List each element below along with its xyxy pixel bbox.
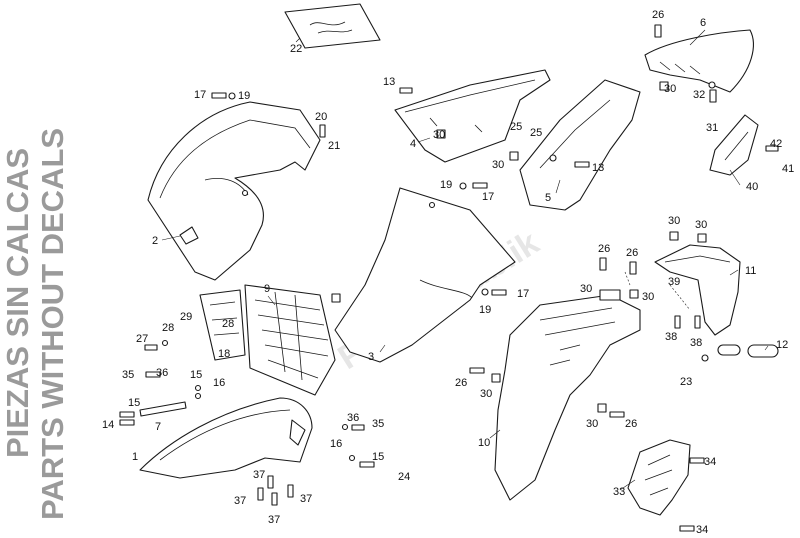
label-part-34: 34	[696, 524, 708, 536]
side-title-line1: PIEZAS SIN CALCAS	[0, 148, 35, 458]
label-part-41: 41	[782, 163, 794, 175]
label-part-7: 7	[155, 421, 161, 433]
label-part-26: 26	[626, 247, 638, 259]
label-part-17: 17	[194, 89, 206, 101]
label-part-26: 26	[598, 243, 610, 255]
label-part-30: 30	[586, 418, 598, 430]
label-part-35: 35	[372, 418, 384, 430]
label-part-23: 23	[680, 376, 692, 388]
label-part-14: 14	[102, 419, 114, 431]
label-part-1: 1	[132, 451, 138, 463]
label-part-30: 30	[580, 283, 592, 295]
label-part-16: 16	[213, 377, 225, 389]
label-part-17: 17	[482, 191, 494, 203]
label-part-29: 29	[180, 311, 192, 323]
label-part-36: 36	[347, 412, 359, 424]
label-part-37: 37	[268, 514, 280, 526]
label-part-20: 20	[315, 111, 327, 123]
part-number-labels: 22 6 26 13 17 19 30 32 20 21 30 25 25 31…	[102, 9, 794, 536]
label-part-18: 18	[218, 348, 230, 360]
label-part-27: 27	[136, 333, 148, 345]
side-title-line2: PARTS WITHOUT DECALS	[35, 128, 70, 520]
label-part-40: 40	[746, 181, 758, 193]
part-22-decal-sheet	[284, 3, 381, 49]
label-part-2: 2	[152, 235, 158, 247]
label-part-3: 3	[368, 351, 374, 363]
label-part-19: 19	[479, 304, 491, 316]
label-part-17: 17	[517, 288, 529, 300]
part-10-rear-mudguard	[494, 289, 641, 501]
label-part-30: 30	[642, 291, 654, 303]
label-part-30: 30	[433, 129, 445, 141]
part-4-side-cover	[394, 69, 551, 163]
label-part-37: 37	[234, 495, 246, 507]
part-7-strip	[139, 401, 187, 417]
label-part-28: 28	[162, 322, 174, 334]
label-part-30: 30	[492, 159, 504, 171]
label-part-9: 9	[264, 283, 270, 295]
label-part-24: 24	[398, 471, 410, 483]
label-part-26: 26	[625, 418, 637, 430]
part-3-front-number-plate	[334, 187, 516, 363]
label-part-42: 42	[770, 138, 782, 150]
side-title: PIEZAS SIN CALCAS PARTS WITHOUT DECALS	[0, 128, 70, 520]
label-part-15: 15	[128, 397, 140, 409]
part-5-right-side-cover	[519, 79, 641, 211]
label-part-15: 15	[372, 451, 384, 463]
part-1-front-fender	[139, 397, 313, 479]
part-33-chain-guard	[627, 439, 691, 516]
label-part-16: 16	[330, 438, 342, 450]
label-part-25: 25	[530, 127, 542, 139]
label-part-26: 26	[652, 9, 664, 21]
label-part-35: 35	[122, 369, 134, 381]
part-18-radiator-bracket	[199, 289, 246, 361]
part-12-reflector	[747, 344, 779, 358]
label-part-32: 32	[693, 89, 705, 101]
part-11-tail-light-holder	[654, 244, 741, 336]
label-part-25: 25	[510, 121, 522, 133]
label-part-33: 33	[613, 486, 625, 498]
label-part-12: 12	[776, 339, 788, 351]
label-part-30: 30	[695, 219, 707, 231]
label-part-13: 13	[383, 76, 395, 88]
leader-lines	[161, 29, 769, 491]
part-40-bracket	[709, 114, 759, 176]
label-part-26: 26	[455, 377, 467, 389]
label-part-22: 22	[290, 43, 302, 55]
label-part-39: 39	[668, 276, 680, 288]
label-part-11: 11	[745, 265, 756, 277]
label-part-21: 21	[328, 140, 340, 152]
label-part-13: 13	[592, 162, 604, 174]
label-part-5: 5	[545, 192, 551, 204]
label-part-15: 15	[190, 369, 202, 381]
label-part-37: 37	[253, 469, 265, 481]
label-part-4: 4	[410, 138, 416, 150]
label-part-30: 30	[480, 388, 492, 400]
hardware-fasteners	[119, 24, 779, 532]
label-part-37: 37	[300, 493, 312, 505]
part-9-radiator-louver	[244, 284, 336, 396]
label-part-30: 30	[664, 83, 676, 95]
part-38-light	[717, 344, 741, 356]
label-part-34: 34	[704, 456, 716, 468]
label-part-38: 38	[690, 337, 702, 349]
label-part-19: 19	[440, 179, 452, 191]
label-part-38: 38	[665, 331, 677, 343]
label-part-19: 19	[238, 90, 250, 102]
part-2-left-side-panel	[147, 101, 321, 281]
label-part-10: 10	[478, 437, 490, 449]
label-part-28: 28	[222, 318, 234, 330]
label-part-30: 30	[668, 215, 680, 227]
part-6-seat-tail	[644, 29, 754, 93]
label-part-36: 36	[156, 367, 168, 379]
label-part-6: 6	[700, 17, 706, 29]
label-part-31: 31	[706, 122, 718, 134]
